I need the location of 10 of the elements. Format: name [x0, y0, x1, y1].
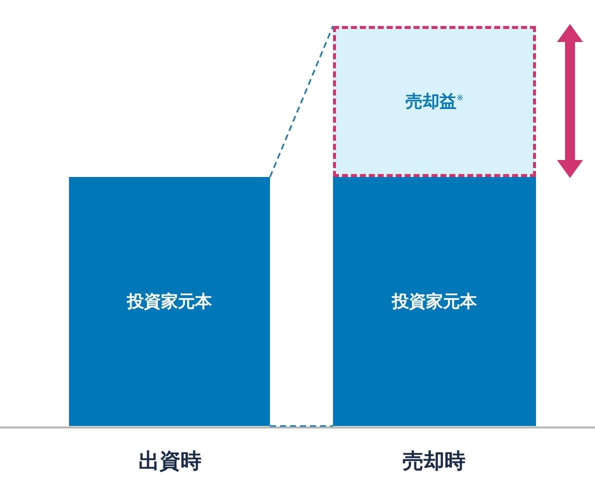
gain-box [333, 26, 536, 177]
principal-bar [333, 177, 536, 426]
dashed-guide-line [269, 26, 334, 178]
axis-label: 売却時 [402, 448, 466, 475]
box-label: 売却益$^{※}$ [405, 91, 464, 113]
box-label: 投資家元本 [392, 291, 477, 313]
axis-label: 出資時 [138, 448, 202, 475]
box-label: 投資家元本 [127, 291, 212, 313]
dashed-guide-line [270, 425, 333, 427]
principal-bar [69, 177, 270, 426]
